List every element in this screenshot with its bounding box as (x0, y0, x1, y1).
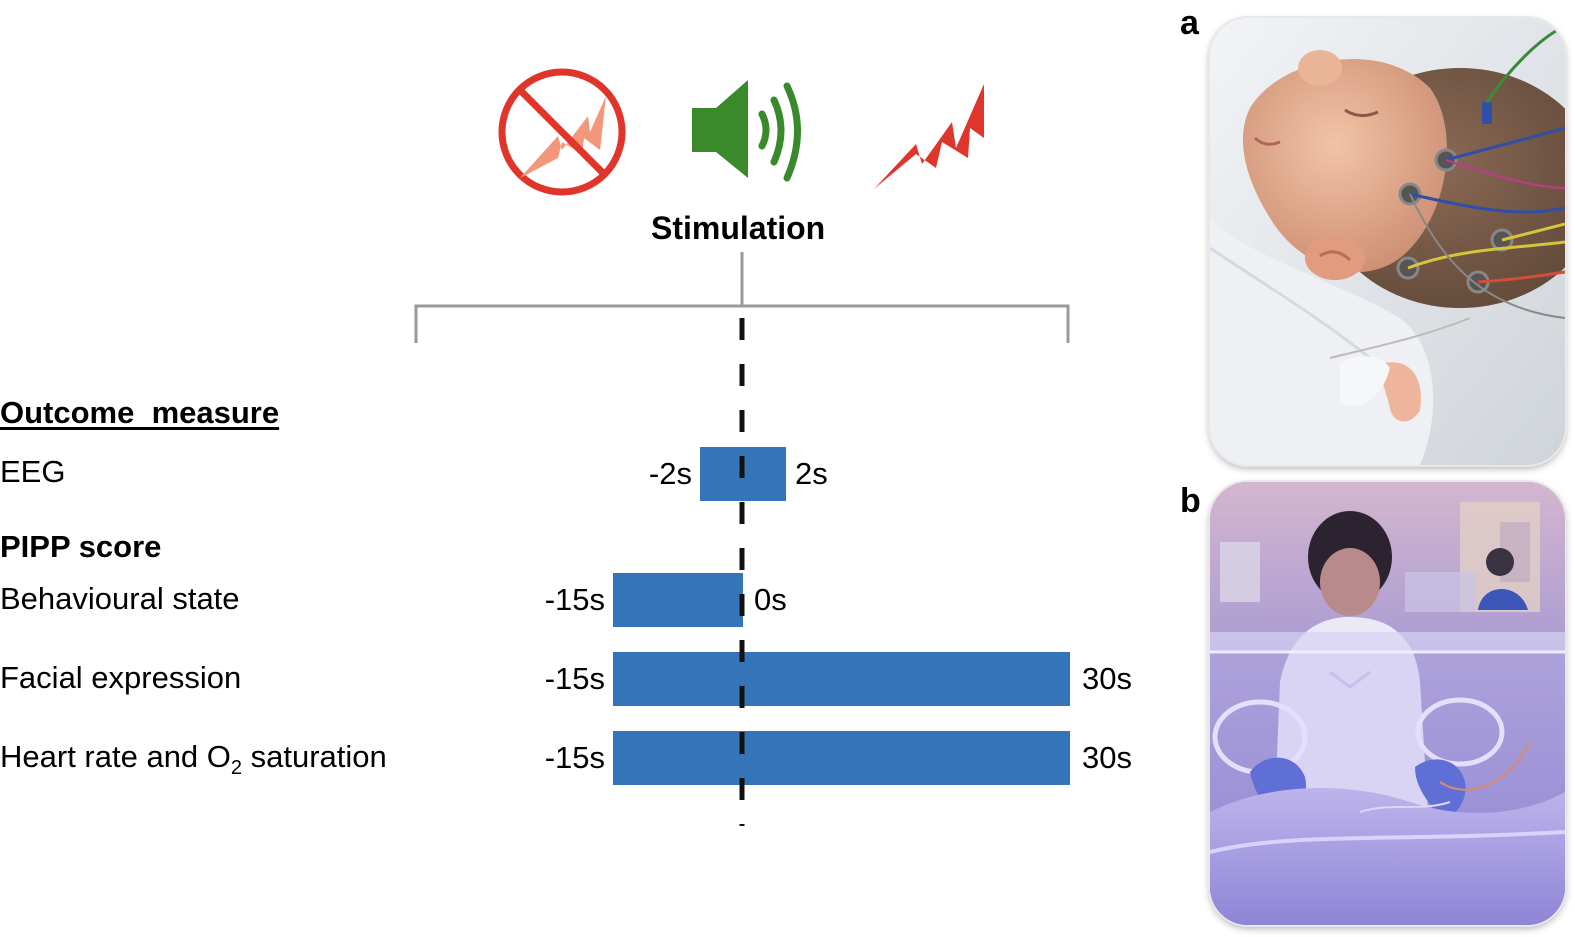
nurse-at-incubator-photo (1210, 482, 1565, 925)
behavioural-state-window-bar (613, 573, 743, 627)
outcome-measure-header: Outcome measure (0, 395, 280, 430)
heart-rate-o2-end-time: 30s (1082, 740, 1132, 775)
eeg-start-time: -2s (648, 456, 692, 491)
heart-rate-o2-label-suffix: saturation (242, 739, 387, 774)
heart-rate-o2-label-prefix: Heart rate and O (0, 739, 231, 774)
panel-a-letter: a (1180, 4, 1199, 42)
heart-rate-o2-window-bar (613, 731, 1070, 785)
no-stimulus-icon (496, 66, 628, 198)
heart-rate-o2-label: Heart rate and O2 saturation (0, 741, 387, 778)
stimulation-label: Stimulation (651, 210, 826, 246)
facial-expression-window-bar (613, 652, 1070, 706)
eeg-end-time: 2s (795, 456, 828, 491)
behavioural-state-end-time: 0s (754, 582, 787, 617)
panel-b-letter: b (1180, 482, 1201, 520)
behavioural-state-start-time: -15s (544, 582, 605, 617)
facial-expression-label: Facial expression (0, 660, 242, 695)
heart-rate-o2-start-time: -15s (544, 740, 605, 775)
time-zero-dashed-line (738, 318, 746, 826)
pipp-score-header: PIPP score (0, 529, 162, 564)
lightning-icon (872, 82, 992, 192)
facial-expression-end-time: 30s (1082, 661, 1132, 696)
facial-expression-start-time: -15s (544, 661, 605, 696)
eeg-label: EEG (0, 454, 66, 489)
newborn-with-eeg-electrodes-photo (1210, 18, 1565, 465)
heart-rate-o2-label-subscript: 2 (230, 757, 243, 780)
stimulation-bracket (412, 250, 1076, 345)
behavioural-state-label: Behavioural state (0, 581, 240, 616)
sound-icon (690, 78, 810, 188)
